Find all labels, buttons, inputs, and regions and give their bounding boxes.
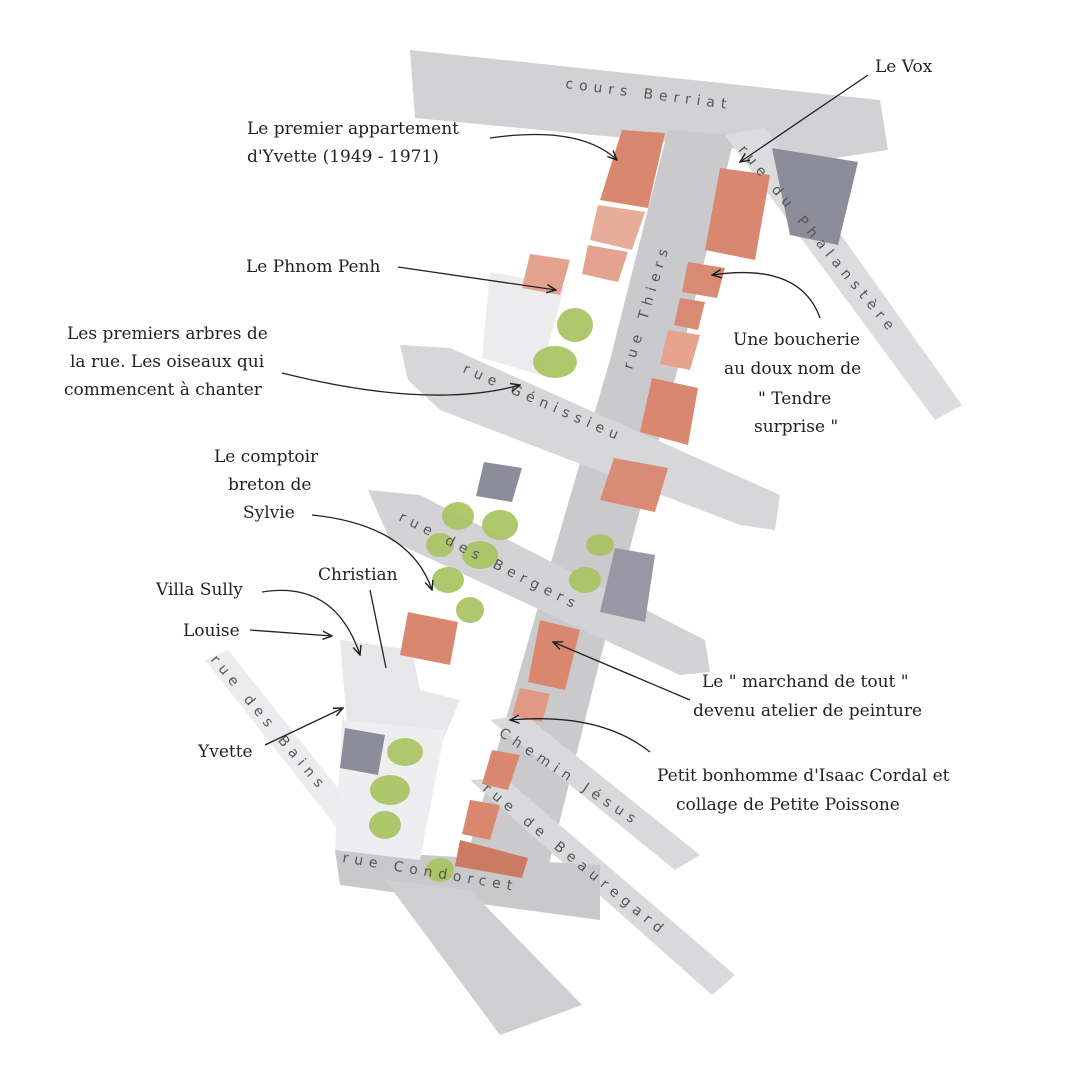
street-south-extension xyxy=(385,880,582,1035)
tree xyxy=(533,346,577,378)
annotation-premier-appartement-line1: Le premier appartement xyxy=(247,119,459,139)
tree xyxy=(586,534,614,556)
tree xyxy=(426,533,454,557)
trees-layer xyxy=(369,308,614,882)
arrow-villa-sully xyxy=(261,589,360,655)
buildings-layer xyxy=(340,130,858,878)
tree xyxy=(442,502,474,530)
arrow-premier-appartement xyxy=(489,133,617,160)
building-slate-west xyxy=(340,728,385,775)
street-rue-genissieu xyxy=(400,345,780,530)
annotation-marchand-line2: devenu atelier de peinture xyxy=(693,701,922,721)
annotation-bonhomme-line2: collage de Petite Poissone xyxy=(676,795,900,815)
arrow-louise xyxy=(249,629,332,636)
street-cours-berriat xyxy=(410,50,888,158)
building-east-lower-4 xyxy=(455,840,528,878)
tree xyxy=(387,738,423,766)
annotation-louise: Louise xyxy=(183,621,240,641)
tree xyxy=(456,597,484,623)
street-chemin-jesus xyxy=(490,715,700,870)
building-slate-corner xyxy=(772,148,858,245)
annotation-comptoir-line2: breton de xyxy=(228,475,311,495)
annotation-premier-appartement-line2: d'Yvette (1949 - 1971) xyxy=(247,147,439,167)
arrow-bonhomme xyxy=(510,719,651,753)
building-marchand xyxy=(528,620,580,690)
annotation-boucherie-line2: au doux nom de xyxy=(724,359,861,379)
arrow-christian xyxy=(369,589,387,669)
arrow-arbres xyxy=(281,372,520,396)
street-rue-de-beauregard xyxy=(470,778,735,995)
building-east-5 xyxy=(600,458,668,512)
annotation-texts: Le Vox Le premier appartement d'Yvette (… xyxy=(64,57,950,815)
building-east-lower-2 xyxy=(482,750,520,790)
street-rue-des-bergers xyxy=(368,490,710,675)
building-boucherie xyxy=(682,262,725,298)
arrow-boucherie xyxy=(712,273,821,319)
annotation-le-vox: Le Vox xyxy=(875,57,933,77)
annotation-arbres-line3: commencent à chanter xyxy=(64,380,263,400)
annotation-arbres-line1: Les premiers arbres de xyxy=(67,324,268,344)
building-slate-mid xyxy=(476,462,522,502)
arrow-yvette xyxy=(264,708,343,746)
arrow-le-vox xyxy=(740,74,869,162)
building-east-3 xyxy=(660,330,700,370)
annotation-christian: Christian xyxy=(318,565,398,585)
annotation-comptoir-line1: Le comptoir xyxy=(214,447,319,467)
building-christian xyxy=(400,612,458,665)
annotation-comptoir-line3: Sylvie xyxy=(243,503,295,523)
tree xyxy=(482,510,518,540)
tree xyxy=(426,858,454,882)
tree xyxy=(369,811,401,839)
building-west-small xyxy=(582,245,628,282)
building-le-vox xyxy=(705,168,770,260)
tree xyxy=(370,775,410,805)
tree xyxy=(432,567,464,593)
annotation-bonhomme-line1: Petit bonhomme d'Isaac Cordal et xyxy=(657,766,950,786)
annotation-phnom-penh: Le Phnom Penh xyxy=(246,257,381,277)
building-premier-appartement-2 xyxy=(590,205,645,250)
building-phnom-penh xyxy=(522,254,570,295)
arrow-comptoir xyxy=(311,514,432,590)
building-east-lower-3 xyxy=(462,800,500,840)
street-label-rue-des-bains: rue des Bains xyxy=(207,652,331,795)
tree xyxy=(569,567,601,593)
tree xyxy=(557,308,593,342)
building-east-2 xyxy=(674,298,705,330)
annotation-marchand-line1: Le " marchand de tout " xyxy=(702,672,909,692)
annotation-arbres-line2: la rue. Les oiseaux qui xyxy=(70,352,265,372)
building-east-lower-1 xyxy=(512,688,550,722)
building-east-4 xyxy=(640,378,698,445)
annotation-arrows xyxy=(249,74,869,753)
annotation-villa-sully: Villa Sully xyxy=(155,580,243,600)
building-premier-appartement xyxy=(600,130,665,208)
annotation-boucherie-line3: " Tendre xyxy=(758,389,831,409)
annotation-boucherie-line4: surprise " xyxy=(754,417,838,437)
annotation-yvette: Yvette xyxy=(197,742,253,762)
building-slate-east xyxy=(600,548,655,622)
tree xyxy=(462,541,498,569)
arrow-phnom-penh xyxy=(397,266,556,290)
annotation-boucherie-line1: Une boucherie xyxy=(733,330,860,350)
arrow-marchand xyxy=(553,642,691,701)
street-rue-condorcet xyxy=(335,850,600,920)
